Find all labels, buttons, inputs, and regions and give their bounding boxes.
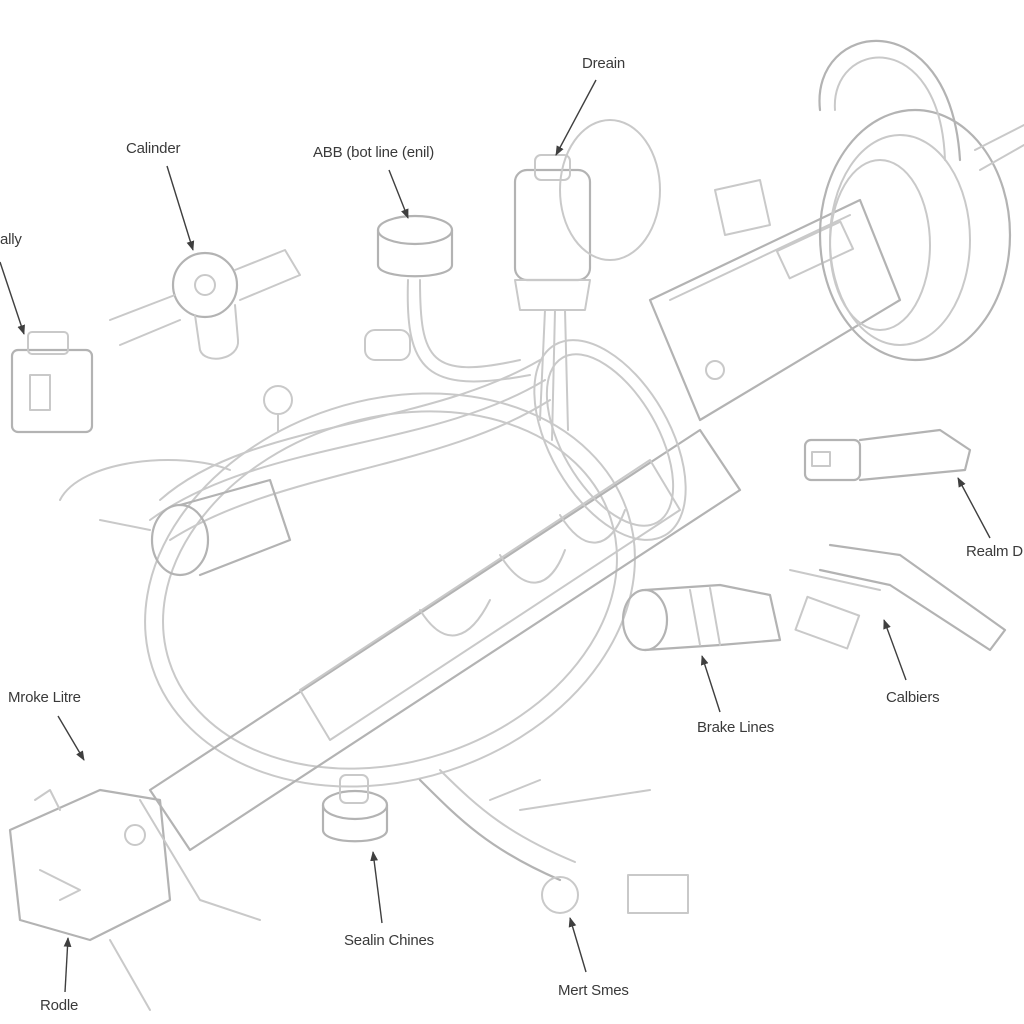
label-mroke-litre: Mroke Litre xyxy=(8,689,81,706)
label-rodle: Rodle xyxy=(40,997,79,1014)
label-brake-lines: Brake Lines xyxy=(697,719,775,736)
ally-part xyxy=(10,331,94,434)
label-mert-smes: Mert Smes xyxy=(558,982,629,999)
calbiers-part xyxy=(789,543,1007,652)
cables xyxy=(59,359,551,541)
center-loop xyxy=(144,392,636,788)
label-dreain: Dreain xyxy=(582,55,625,72)
motor-housing xyxy=(648,39,1024,422)
label-ally: ally xyxy=(0,231,22,248)
realm-part xyxy=(803,428,972,482)
label-realm: Realm D xyxy=(966,543,1023,560)
abb-cap xyxy=(364,214,531,383)
brake-lines-part xyxy=(621,583,782,652)
left-fitting xyxy=(99,478,292,577)
valve-top xyxy=(513,119,661,441)
main-shaft xyxy=(148,339,742,852)
sealin-part xyxy=(321,774,389,843)
mert-smes-part xyxy=(418,769,689,914)
label-calinder: Calinder xyxy=(126,140,181,157)
label-sealin-chines: Sealin Chines xyxy=(344,932,434,949)
label-calbiers: Calbiers xyxy=(886,689,940,706)
label-abb-line: ABB (bot line (enil) xyxy=(313,144,435,161)
calinder-part xyxy=(109,249,301,360)
pump-lower-left xyxy=(8,788,261,1011)
leader-lines xyxy=(0,79,991,993)
